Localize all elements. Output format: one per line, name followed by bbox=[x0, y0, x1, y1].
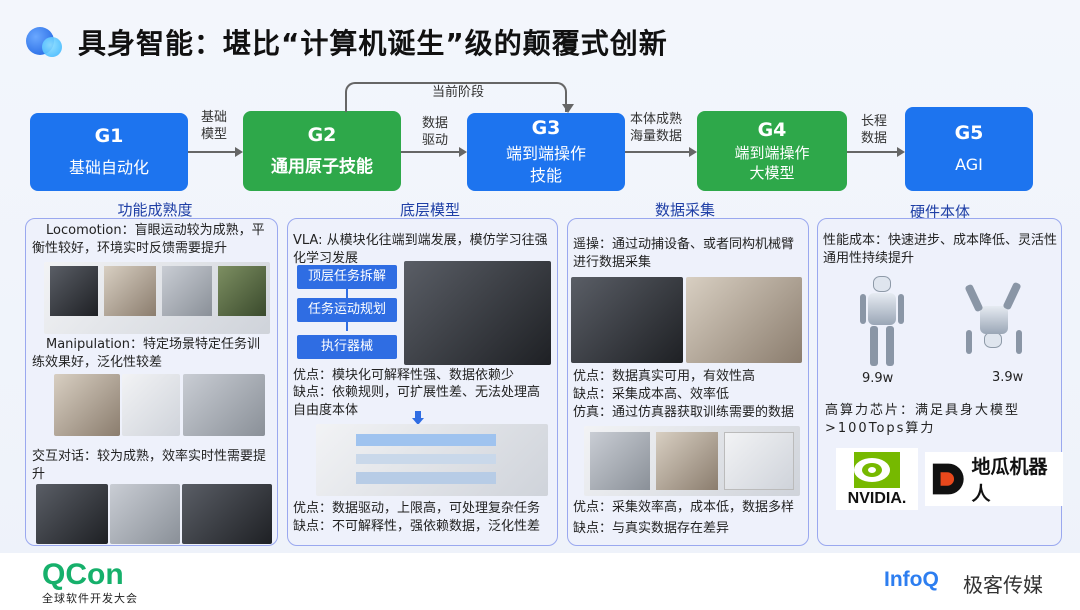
sim-text: 仿真：通过仿真器获取训练需要的数据 bbox=[573, 405, 795, 420]
arrow-label-g2-line1: 数据 bbox=[421, 116, 448, 131]
footer bbox=[0, 553, 1080, 610]
stage-g5: G5 AGI bbox=[905, 107, 1033, 191]
digua-d-icon bbox=[932, 463, 964, 495]
arrow-label-g4-g5: 长程 数据 bbox=[858, 113, 890, 147]
current-stage-arrow-head bbox=[562, 104, 574, 113]
humanoid-robot-image-2 bbox=[964, 280, 1026, 360]
nvidia-logo: NVIDIA. bbox=[836, 448, 918, 510]
arrow-label-g4-line2: 数据 bbox=[860, 131, 887, 146]
arrow-label-g1-line2: 模型 bbox=[200, 127, 227, 142]
arrow-label-g1-g2: 基础 模型 bbox=[196, 109, 232, 143]
stage-g1-label: 基础自动化 bbox=[68, 158, 149, 177]
manipulation-image-3 bbox=[183, 374, 265, 436]
c2-cons-2: 缺点：不可解释性，强依赖数据，泛化性差 bbox=[293, 519, 541, 534]
title-bullet-icon bbox=[26, 25, 62, 59]
arrow-g3-g4 bbox=[625, 151, 689, 153]
stage-g5-label: AGI bbox=[955, 155, 983, 174]
dialog-text: 交互对话：较为成熟，效率实时性需要提升 bbox=[32, 449, 267, 482]
manipulation-image-1 bbox=[54, 374, 120, 436]
arrow-label-g3-g4: 本体成熟 海量数据 bbox=[626, 111, 686, 145]
col3-title: 数据采集 bbox=[654, 201, 715, 219]
chip-text: 高算力芯片：满足具身大模型>100Tops算力 bbox=[825, 403, 1021, 436]
c2-cons-1: 缺点：依赖规则，可扩展性差、无法处理高自由度本体 bbox=[293, 385, 541, 418]
stage-g3-label-line1: 端到端操作 bbox=[505, 144, 586, 163]
geek-media-logo: 极客传媒 bbox=[963, 573, 1043, 597]
nvidia-wordmark: NVIDIA. bbox=[847, 490, 907, 507]
col1-title: 功能成熟度 bbox=[117, 201, 193, 219]
c3-pros-1: 优点：数据真实可用，有效性高 bbox=[573, 369, 756, 384]
down-arrow-icon bbox=[412, 411, 424, 425]
locomotion-robots-image bbox=[44, 262, 270, 334]
stage-g4-id: G4 bbox=[757, 119, 787, 141]
dialog-image-1 bbox=[36, 484, 108, 544]
teleop-text: 遥操：通过动捕设备、或者同构机械臂进行数据采集 bbox=[573, 237, 795, 270]
qcon-subtitle: 全球软件开发大会 bbox=[42, 592, 138, 605]
dialog-image-3 bbox=[182, 484, 272, 544]
flow-arrow-1 bbox=[346, 289, 348, 298]
cost-text: 性能成本：快速进步、成本降低、灵活性通用性持续提升 bbox=[823, 233, 1058, 266]
flow-step-actuator: 执行器械 bbox=[297, 335, 397, 359]
arrow-label-g2-g3: 数据 驱动 bbox=[417, 115, 453, 149]
simulation-image bbox=[584, 426, 800, 496]
c2-pros-2: 优点：数据驱动，上限高，可处理复杂任务 bbox=[293, 501, 541, 516]
digua-wordmark: 地瓜机器人 bbox=[971, 456, 1048, 505]
arrow-head-g1-g2 bbox=[235, 147, 243, 157]
nvidia-eye-icon bbox=[854, 452, 900, 488]
current-stage-label: 当前阶段 bbox=[431, 85, 484, 100]
qcon-logo: QCon bbox=[42, 558, 124, 591]
stage-g3-id: G3 bbox=[531, 117, 561, 139]
teleop-image-2 bbox=[686, 277, 802, 363]
page-title: 具身智能：堪比“计算机诞生”级的颠覆式创新 bbox=[78, 27, 668, 60]
humanoid-robot-image-1 bbox=[856, 276, 908, 368]
flow-arrow-2 bbox=[346, 322, 348, 331]
vla-model-diagram bbox=[404, 261, 551, 365]
c2-pros-1: 优点：模块化可解释性强、数据依赖少 bbox=[293, 368, 515, 383]
arrow-g1-g2 bbox=[188, 151, 235, 153]
arrow-label-g1-line1: 基础 bbox=[200, 110, 227, 125]
stage-g3: G3 端到端操作 技能 bbox=[467, 113, 625, 191]
robot-price-2: 3.9w bbox=[992, 370, 1024, 385]
c3-cons-1: 缺点：采集成本高、效率低 bbox=[573, 387, 730, 402]
manipulation-image-2 bbox=[122, 374, 180, 436]
stage-g4: G4 端到端操作 大模型 bbox=[697, 111, 847, 191]
arrow-label-g2-line2: 驱动 bbox=[421, 133, 448, 148]
stage-g2: G2 通用原子技能 bbox=[243, 111, 401, 191]
c3-cons-2: 缺点：与真实数据存在差异 bbox=[573, 521, 730, 536]
c3-pros-2: 优点：采集效率高，成本低，数据多样 bbox=[573, 500, 795, 515]
stage-g1: G1 基础自动化 bbox=[30, 113, 188, 191]
arrow-head-g4-g5 bbox=[897, 147, 905, 157]
dialog-image-2 bbox=[110, 484, 180, 544]
arrow-head-g2-g3 bbox=[459, 147, 467, 157]
arrow-label-g3-line2: 海量数据 bbox=[629, 129, 682, 144]
robot-price-1: 9.9w bbox=[862, 371, 894, 386]
manipulation-text: Manipulation：特定场景特定任务训练效果好，泛化性较差 bbox=[32, 337, 261, 370]
vla-text: VLA: 从模块化往端到端发展，模仿学习往强化学习发展 bbox=[293, 233, 548, 266]
col2-title: 底层模型 bbox=[399, 201, 460, 219]
arrow-head-g3-g4 bbox=[689, 147, 697, 157]
digua-robot-logo: 地瓜机器人 bbox=[925, 452, 1063, 506]
teleop-image-1 bbox=[571, 277, 683, 363]
arrow-label-g3-line1: 本体成熟 bbox=[629, 112, 682, 127]
arrow-label-g4-line1: 长程 bbox=[860, 114, 887, 129]
flow-step-motion-planning: 任务运动规划 bbox=[297, 298, 397, 322]
stage-g4-label-line1: 端到端操作 bbox=[734, 144, 810, 162]
arrow-g4-g5 bbox=[847, 151, 897, 153]
end-to-end-model-diagram bbox=[316, 424, 548, 496]
infoq-logo: InfoQ bbox=[884, 568, 939, 591]
stage-g3-label-line2: 技能 bbox=[529, 166, 562, 185]
stage-g5-id: G5 bbox=[954, 122, 984, 144]
col4-title: 硬件本体 bbox=[909, 203, 970, 221]
current-stage-loop bbox=[345, 82, 567, 112]
stage-g1-id: G1 bbox=[94, 125, 124, 147]
locomotion-text: Locomotion：盲眼运动较为成熟，平衡性较好，环境实时反馈需要提升 bbox=[32, 223, 265, 256]
arrow-g2-g3 bbox=[401, 151, 459, 153]
stage-g2-label: 通用原子技能 bbox=[271, 157, 373, 177]
stage-g4-label-line2: 大模型 bbox=[749, 164, 795, 182]
title-row: 具身智能：堪比“计算机诞生”级的颠覆式创新 bbox=[26, 20, 668, 64]
flow-step-task-decomposition: 顶层任务拆解 bbox=[297, 265, 397, 289]
stage-g2-id: G2 bbox=[307, 124, 337, 146]
